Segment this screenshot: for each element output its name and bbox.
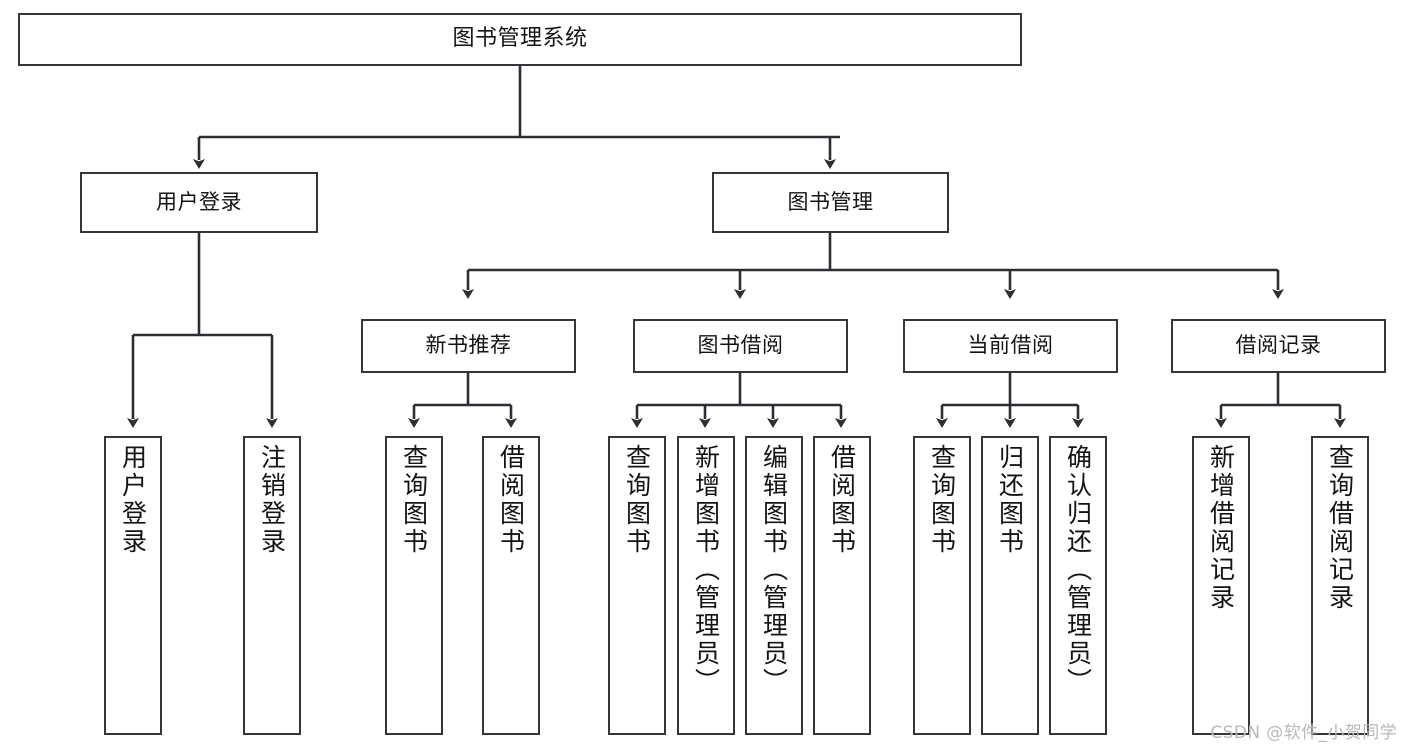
leaf-label: 借阅图书 xyxy=(496,444,526,556)
leaf-book-borrow-edit[interactable]: 编辑图书（管理员） xyxy=(745,436,803,735)
leaf-label: 归还图书 xyxy=(995,444,1025,556)
leaf-label: 查询图书 xyxy=(399,444,429,556)
leaf-current-borrow-return[interactable]: 归还图书 xyxy=(981,436,1039,735)
leaf-new-book-borrow[interactable]: 借阅图书 xyxy=(482,436,540,735)
leaf-label: 查询图书 xyxy=(927,444,957,556)
leaf-label: 借阅图书 xyxy=(827,444,857,556)
node-book-borrow-label: 图书借阅 xyxy=(697,333,784,358)
leaf-user-login-logout[interactable]: 注销登录 xyxy=(243,436,301,735)
leaf-label: 查询借阅记录 xyxy=(1325,444,1355,612)
node-root-label: 图书管理系统 xyxy=(452,26,588,52)
node-book-management-label: 图书管理 xyxy=(787,189,874,214)
leaf-new-book-query[interactable]: 查询图书 xyxy=(385,436,443,735)
watermark: CSDN @软件_小贺同学 xyxy=(1210,723,1397,743)
leaf-book-borrow-borrow[interactable]: 借阅图书 xyxy=(813,436,871,735)
node-borrow-records-label: 借阅记录 xyxy=(1235,333,1322,358)
node-user-login[interactable]: 用户登录 xyxy=(80,172,318,233)
leaf-label: 新增借阅记录 xyxy=(1206,444,1236,612)
node-book-management[interactable]: 图书管理 xyxy=(712,172,949,233)
node-new-book-recommend[interactable]: 新书推荐 xyxy=(361,319,576,373)
node-book-borrow[interactable]: 图书借阅 xyxy=(633,319,848,373)
node-current-borrow[interactable]: 当前借阅 xyxy=(903,319,1118,373)
node-current-borrow-label: 当前借阅 xyxy=(967,333,1054,358)
node-user-login-label: 用户登录 xyxy=(156,189,242,214)
leaf-label: 编辑图书（管理员） xyxy=(759,444,789,696)
leaf-book-borrow-add[interactable]: 新增图书（管理员） xyxy=(677,436,735,735)
node-borrow-records[interactable]: 借阅记录 xyxy=(1171,319,1386,373)
leaf-label: 新增图书（管理员） xyxy=(691,444,721,696)
leaf-label: 确认归还（管理员） xyxy=(1063,444,1093,696)
leaf-label: 注销登录 xyxy=(257,444,287,556)
leaf-borrow-records-query[interactable]: 查询借阅记录 xyxy=(1311,436,1369,735)
leaf-current-borrow-query[interactable]: 查询图书 xyxy=(913,436,971,735)
leaf-label: 查询图书 xyxy=(622,444,652,556)
leaf-user-login-login[interactable]: 用户登录 xyxy=(104,436,162,735)
leaf-book-borrow-query[interactable]: 查询图书 xyxy=(608,436,666,735)
node-new-book-recommend-label: 新书推荐 xyxy=(425,333,512,358)
node-root[interactable]: 图书管理系统 xyxy=(18,13,1022,66)
leaf-current-borrow-confirm[interactable]: 确认归还（管理员） xyxy=(1049,436,1107,735)
leaf-label: 用户登录 xyxy=(118,444,148,556)
leaf-borrow-records-add[interactable]: 新增借阅记录 xyxy=(1192,436,1250,735)
